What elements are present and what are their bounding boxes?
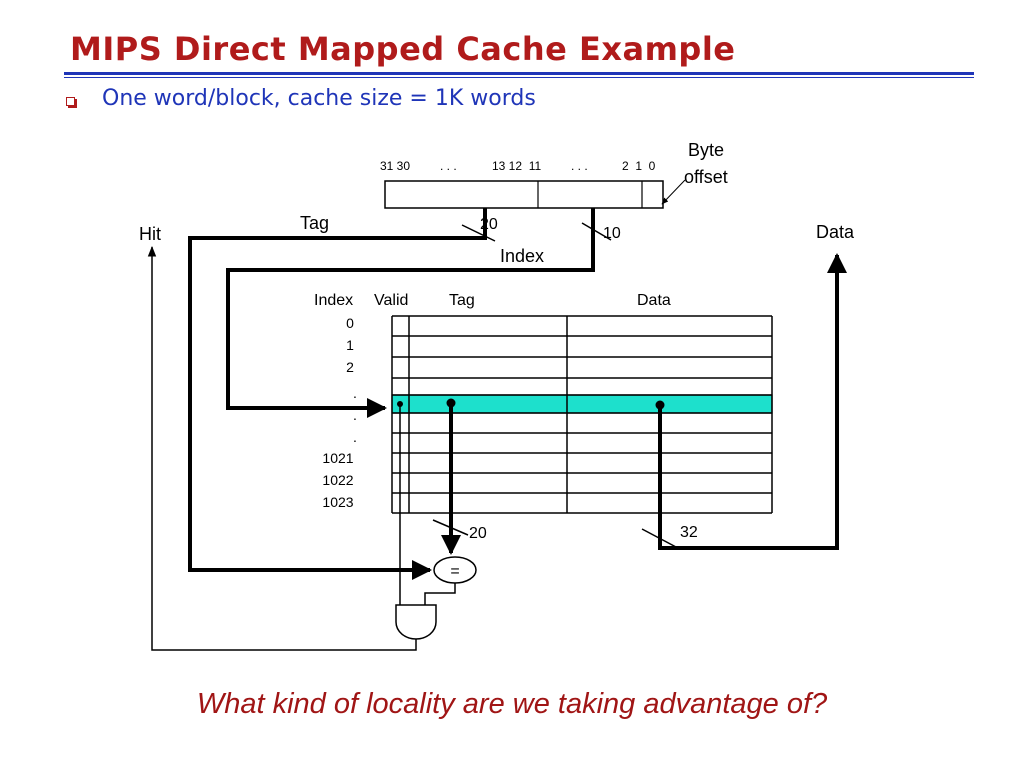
index-width-tick [581, 222, 612, 241]
header-valid: Valid [374, 292, 408, 309]
tag-compare-path: 20 [432, 398, 487, 555]
data-out-tick [641, 528, 677, 548]
slide-title: MIPS Direct Mapped Cache Example [70, 30, 736, 68]
address-dots-2: . . . [571, 159, 588, 173]
address-bits-high: 31 30 [380, 159, 410, 173]
tag-width-tick [461, 224, 496, 242]
address-register: 31 30 . . . 13 12 11 . . . 2 1 0 Byte of… [380, 140, 728, 209]
table-grid [392, 315, 772, 514]
address-bits-mid: 13 12 11 [492, 159, 541, 173]
index-wire [226, 208, 595, 418]
row-index-1022: 1022 [322, 472, 353, 488]
byte-offset-label-1: Byte [688, 140, 724, 160]
tag-path: Tag 20 [188, 208, 498, 580]
comparator-symbol: = [450, 563, 459, 580]
title-underline [64, 72, 974, 75]
address-box [384, 180, 664, 209]
row-index-1023: 1023 [322, 494, 353, 510]
tag-out-tick [432, 519, 469, 536]
row-index-1021: 1021 [322, 450, 353, 466]
row-index-0: 0 [346, 315, 354, 331]
byte-offset-pointer [661, 179, 686, 205]
row-index-2: 2 [346, 359, 354, 375]
bullet-square-icon [66, 97, 75, 106]
title-underline-thin [64, 77, 974, 78]
row-index-1: 1 [346, 337, 354, 353]
row-index-dot-2: . [353, 407, 357, 423]
and-gate: Hit [139, 224, 437, 651]
data-out-width-label: 32 [680, 524, 698, 541]
header-tag: Tag [449, 292, 475, 309]
bullet-text: One word/block, cache size = 1K words [102, 86, 536, 111]
index-label: Index [500, 246, 544, 266]
comparator: = [424, 556, 477, 605]
tag-width-label: 20 [480, 216, 498, 233]
row-index-dot-3: . [353, 429, 357, 445]
hit-label: Hit [139, 224, 161, 244]
hit-wire [147, 245, 417, 651]
locality-question: What kind of locality are we taking adva… [196, 688, 828, 720]
header-data: Data [637, 292, 671, 309]
index-width-label: 10 [603, 225, 621, 242]
address-dots-1: . . . [440, 159, 457, 173]
valid-path [397, 401, 403, 605]
tag-label: Tag [300, 213, 329, 233]
compare-to-and-wire [424, 583, 456, 605]
cache-table: Index Valid Tag Data 0 1 2 . . . 1021 10… [314, 292, 773, 514]
tag-wire [188, 208, 487, 580]
data-path: 32 Data [641, 222, 855, 550]
index-path: 10 Index [226, 208, 621, 418]
tag-out-width-label: 20 [469, 525, 487, 542]
row-index-dot-1: . [353, 385, 357, 401]
byte-offset-label-2: offset [684, 167, 728, 187]
header-index: Index [314, 292, 353, 309]
address-bits-low: 2 1 0 [622, 159, 656, 173]
and-gate-shape [395, 604, 437, 640]
data-label: Data [816, 222, 855, 242]
data-out-wire [658, 253, 847, 550]
